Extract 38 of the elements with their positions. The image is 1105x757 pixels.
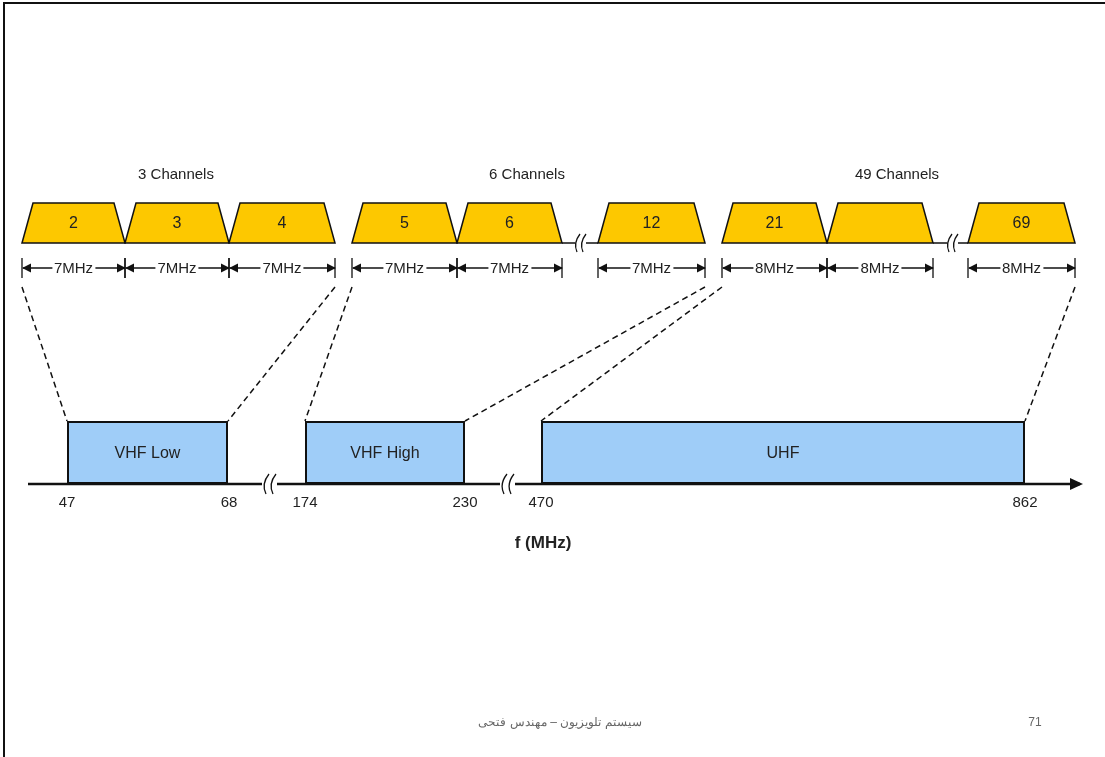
channel-number: 6 — [505, 214, 514, 232]
channel-number: 21 — [765, 214, 784, 232]
page-number: 71 — [1028, 716, 1042, 728]
dimension-label: 7MHz — [382, 260, 427, 275]
dimension-label: 7MHz — [487, 260, 532, 275]
band-label: UHF — [766, 443, 800, 462]
channel-number: 4 — [277, 214, 287, 232]
group-label: 6 Channels — [489, 166, 565, 181]
channel-number: 5 — [400, 214, 409, 232]
tick-label: 68 — [220, 494, 238, 509]
channel-number: 12 — [642, 214, 661, 232]
tick-label: 470 — [528, 494, 554, 509]
channel-trapezoid — [968, 203, 1075, 243]
frequency-band-box — [67, 421, 228, 484]
trapezoid-shape — [827, 203, 933, 243]
group-label: 49 Channels — [854, 166, 940, 181]
frequency-band-box — [305, 421, 465, 484]
dimension-label: 7MHz — [51, 260, 96, 275]
channel-number: 3 — [172, 214, 182, 232]
dimension-label: 8MHz — [752, 260, 797, 275]
dimension-label: 8MHz — [999, 260, 1044, 275]
tick-label: 230 — [452, 494, 478, 509]
tick-label: 862 — [1012, 494, 1038, 509]
channel-number: 69 — [1012, 214, 1031, 232]
dimension-label: 8MHz — [858, 260, 902, 275]
frequency-band-box — [541, 421, 1025, 484]
band-label: VHF Low — [114, 443, 181, 462]
dimension-label: 7MHz — [155, 260, 199, 275]
footer-text: سیستم تلویزیون – مهندس فتحی — [478, 716, 642, 728]
channel-trapezoid — [598, 203, 705, 243]
band-label: VHF High — [350, 443, 420, 462]
dimension-label: 7MHz — [260, 260, 304, 275]
channel-number: 2 — [69, 214, 78, 232]
dimension-label: 7MHz — [629, 260, 674, 275]
axis-title: f (MHz) — [514, 534, 572, 551]
tick-label: 47 — [58, 494, 76, 509]
tick-label: 174 — [292, 494, 318, 509]
group-label: 3 Channels — [138, 166, 214, 181]
